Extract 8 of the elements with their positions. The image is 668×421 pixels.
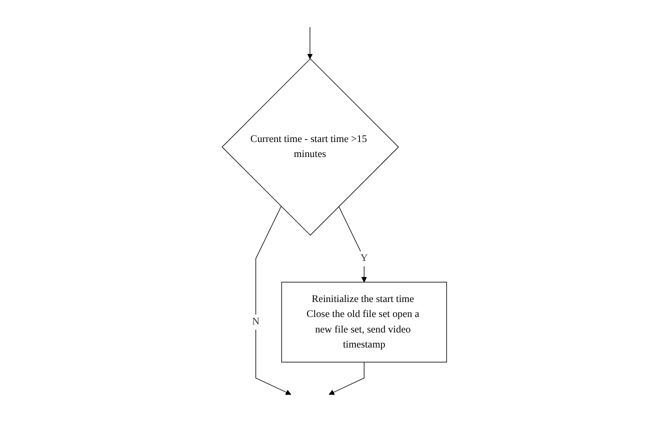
edge-label: N	[252, 314, 260, 330]
process-box: Reinitialize the start time Close the old file set open a new file set, send video timestamp	[280, 282, 447, 362]
arrow	[338, 206, 367, 282]
arrow	[306, 26, 312, 60]
edge-label: Y	[360, 251, 368, 266]
decision-diamond: Current time - start time >15 minutes	[221, 58, 399, 236]
arrow	[328, 362, 364, 395]
arrow	[255, 206, 291, 395]
